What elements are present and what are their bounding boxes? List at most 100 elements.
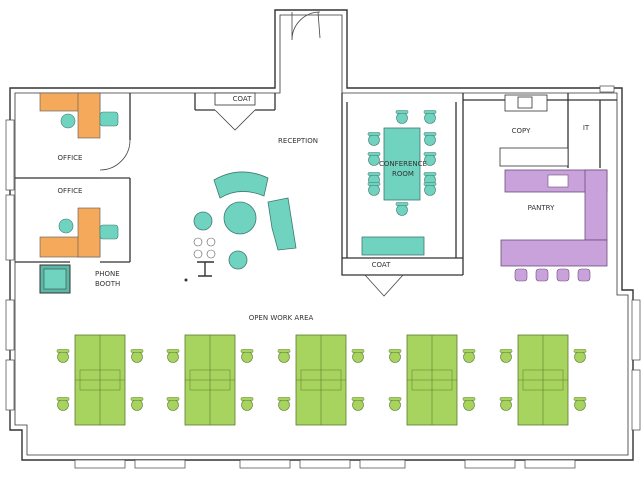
chair-icon (367, 132, 381, 146)
chair-seat (57, 351, 69, 363)
chair-back (130, 397, 144, 401)
chair-icon (395, 202, 409, 216)
chair-back (388, 397, 402, 401)
label-office-1: OFFICE (58, 154, 83, 162)
chair-back (423, 110, 437, 114)
reception-lounge (184, 171, 297, 282)
chair-icon (56, 349, 70, 363)
interior-walls (15, 92, 617, 276)
chair-back (573, 397, 587, 401)
chair-back (395, 110, 409, 114)
office-2 (39, 207, 119, 258)
chair-back (367, 132, 381, 136)
chair-seat (500, 399, 512, 411)
label-it: IT (583, 124, 590, 132)
office-1 (39, 92, 119, 139)
chair-icon (240, 397, 254, 411)
chair-seat (241, 351, 253, 363)
credenza (361, 236, 425, 256)
chair-icon (462, 349, 476, 363)
chair-back (166, 349, 180, 353)
chair-back (351, 397, 365, 401)
label-coat-conference: COAT (372, 261, 392, 269)
label-conference-1: CONFERENCE (379, 160, 427, 168)
chair-icon (99, 224, 119, 240)
label-conference-2: ROOM (392, 170, 414, 178)
label-coat-top: COAT (233, 95, 253, 103)
chair-icon (367, 182, 381, 196)
chair-back (166, 397, 180, 401)
chair-seat (424, 134, 436, 146)
conference-room (367, 110, 437, 216)
chair-back (367, 152, 381, 156)
desk-tray (189, 369, 231, 391)
chair-seat (389, 351, 401, 363)
chair-seat (368, 184, 380, 196)
bar-stool (514, 268, 528, 282)
chair-icon (166, 397, 180, 411)
chair-seat (278, 399, 290, 411)
workstation-pod (499, 334, 587, 426)
chair-back (351, 349, 365, 353)
chair-back (130, 349, 144, 353)
desk-tray (79, 369, 121, 391)
chair-seat (424, 184, 436, 196)
chair-icon (395, 110, 409, 124)
chair-seat (368, 134, 380, 146)
chair-back (499, 349, 513, 353)
chair-seat (500, 351, 512, 363)
chair-seat (352, 399, 364, 411)
chair-back (277, 349, 291, 353)
chair-icon (130, 397, 144, 411)
chair-icon (573, 397, 587, 411)
chair-icon (423, 110, 437, 124)
chair-seat (278, 351, 290, 363)
chair-seat (57, 399, 69, 411)
chair-back (240, 349, 254, 353)
chair-seat (463, 399, 475, 411)
chair-back (423, 182, 437, 186)
chair-icon (228, 250, 248, 270)
conference-table (383, 127, 421, 201)
chair-seat (424, 112, 436, 124)
windows (5, 85, 641, 469)
chair-back (56, 349, 70, 353)
chair-seat (167, 399, 179, 411)
chair-seat (131, 399, 143, 411)
outer-walls (9, 9, 634, 461)
chair-seat (396, 112, 408, 124)
chair-back (56, 397, 70, 401)
chair-seat (241, 399, 253, 411)
pantry (500, 169, 608, 282)
chair-icon (388, 397, 402, 411)
chair-icon (462, 397, 476, 411)
chair-seat (463, 351, 475, 363)
chair-back (573, 349, 587, 353)
label-copy: COPY (512, 127, 531, 135)
chair-icon (60, 113, 76, 129)
chair-icon (423, 132, 437, 146)
label-pantry: PANTRY (528, 204, 555, 212)
chair-seat (389, 399, 401, 411)
desk-tray (522, 369, 564, 391)
chair-icon (240, 349, 254, 363)
chair-back (388, 349, 402, 353)
chair-back (240, 397, 254, 401)
chair-back (423, 152, 437, 156)
label-phone-booth-2: BOOTH (95, 280, 120, 288)
chair-seat (352, 351, 364, 363)
chair-seat (131, 351, 143, 363)
desk-tray (411, 369, 453, 391)
chair-back (423, 172, 437, 176)
chair-icon (166, 349, 180, 363)
chair-back (395, 202, 409, 206)
sofa-icon (267, 197, 297, 251)
phone-booth (39, 264, 71, 294)
chair-icon (56, 397, 70, 411)
label-office-2: OFFICE (58, 187, 83, 195)
chair-back (423, 132, 437, 136)
chair-seat (368, 154, 380, 166)
chair-seat (167, 351, 179, 363)
chair-icon (58, 218, 74, 234)
